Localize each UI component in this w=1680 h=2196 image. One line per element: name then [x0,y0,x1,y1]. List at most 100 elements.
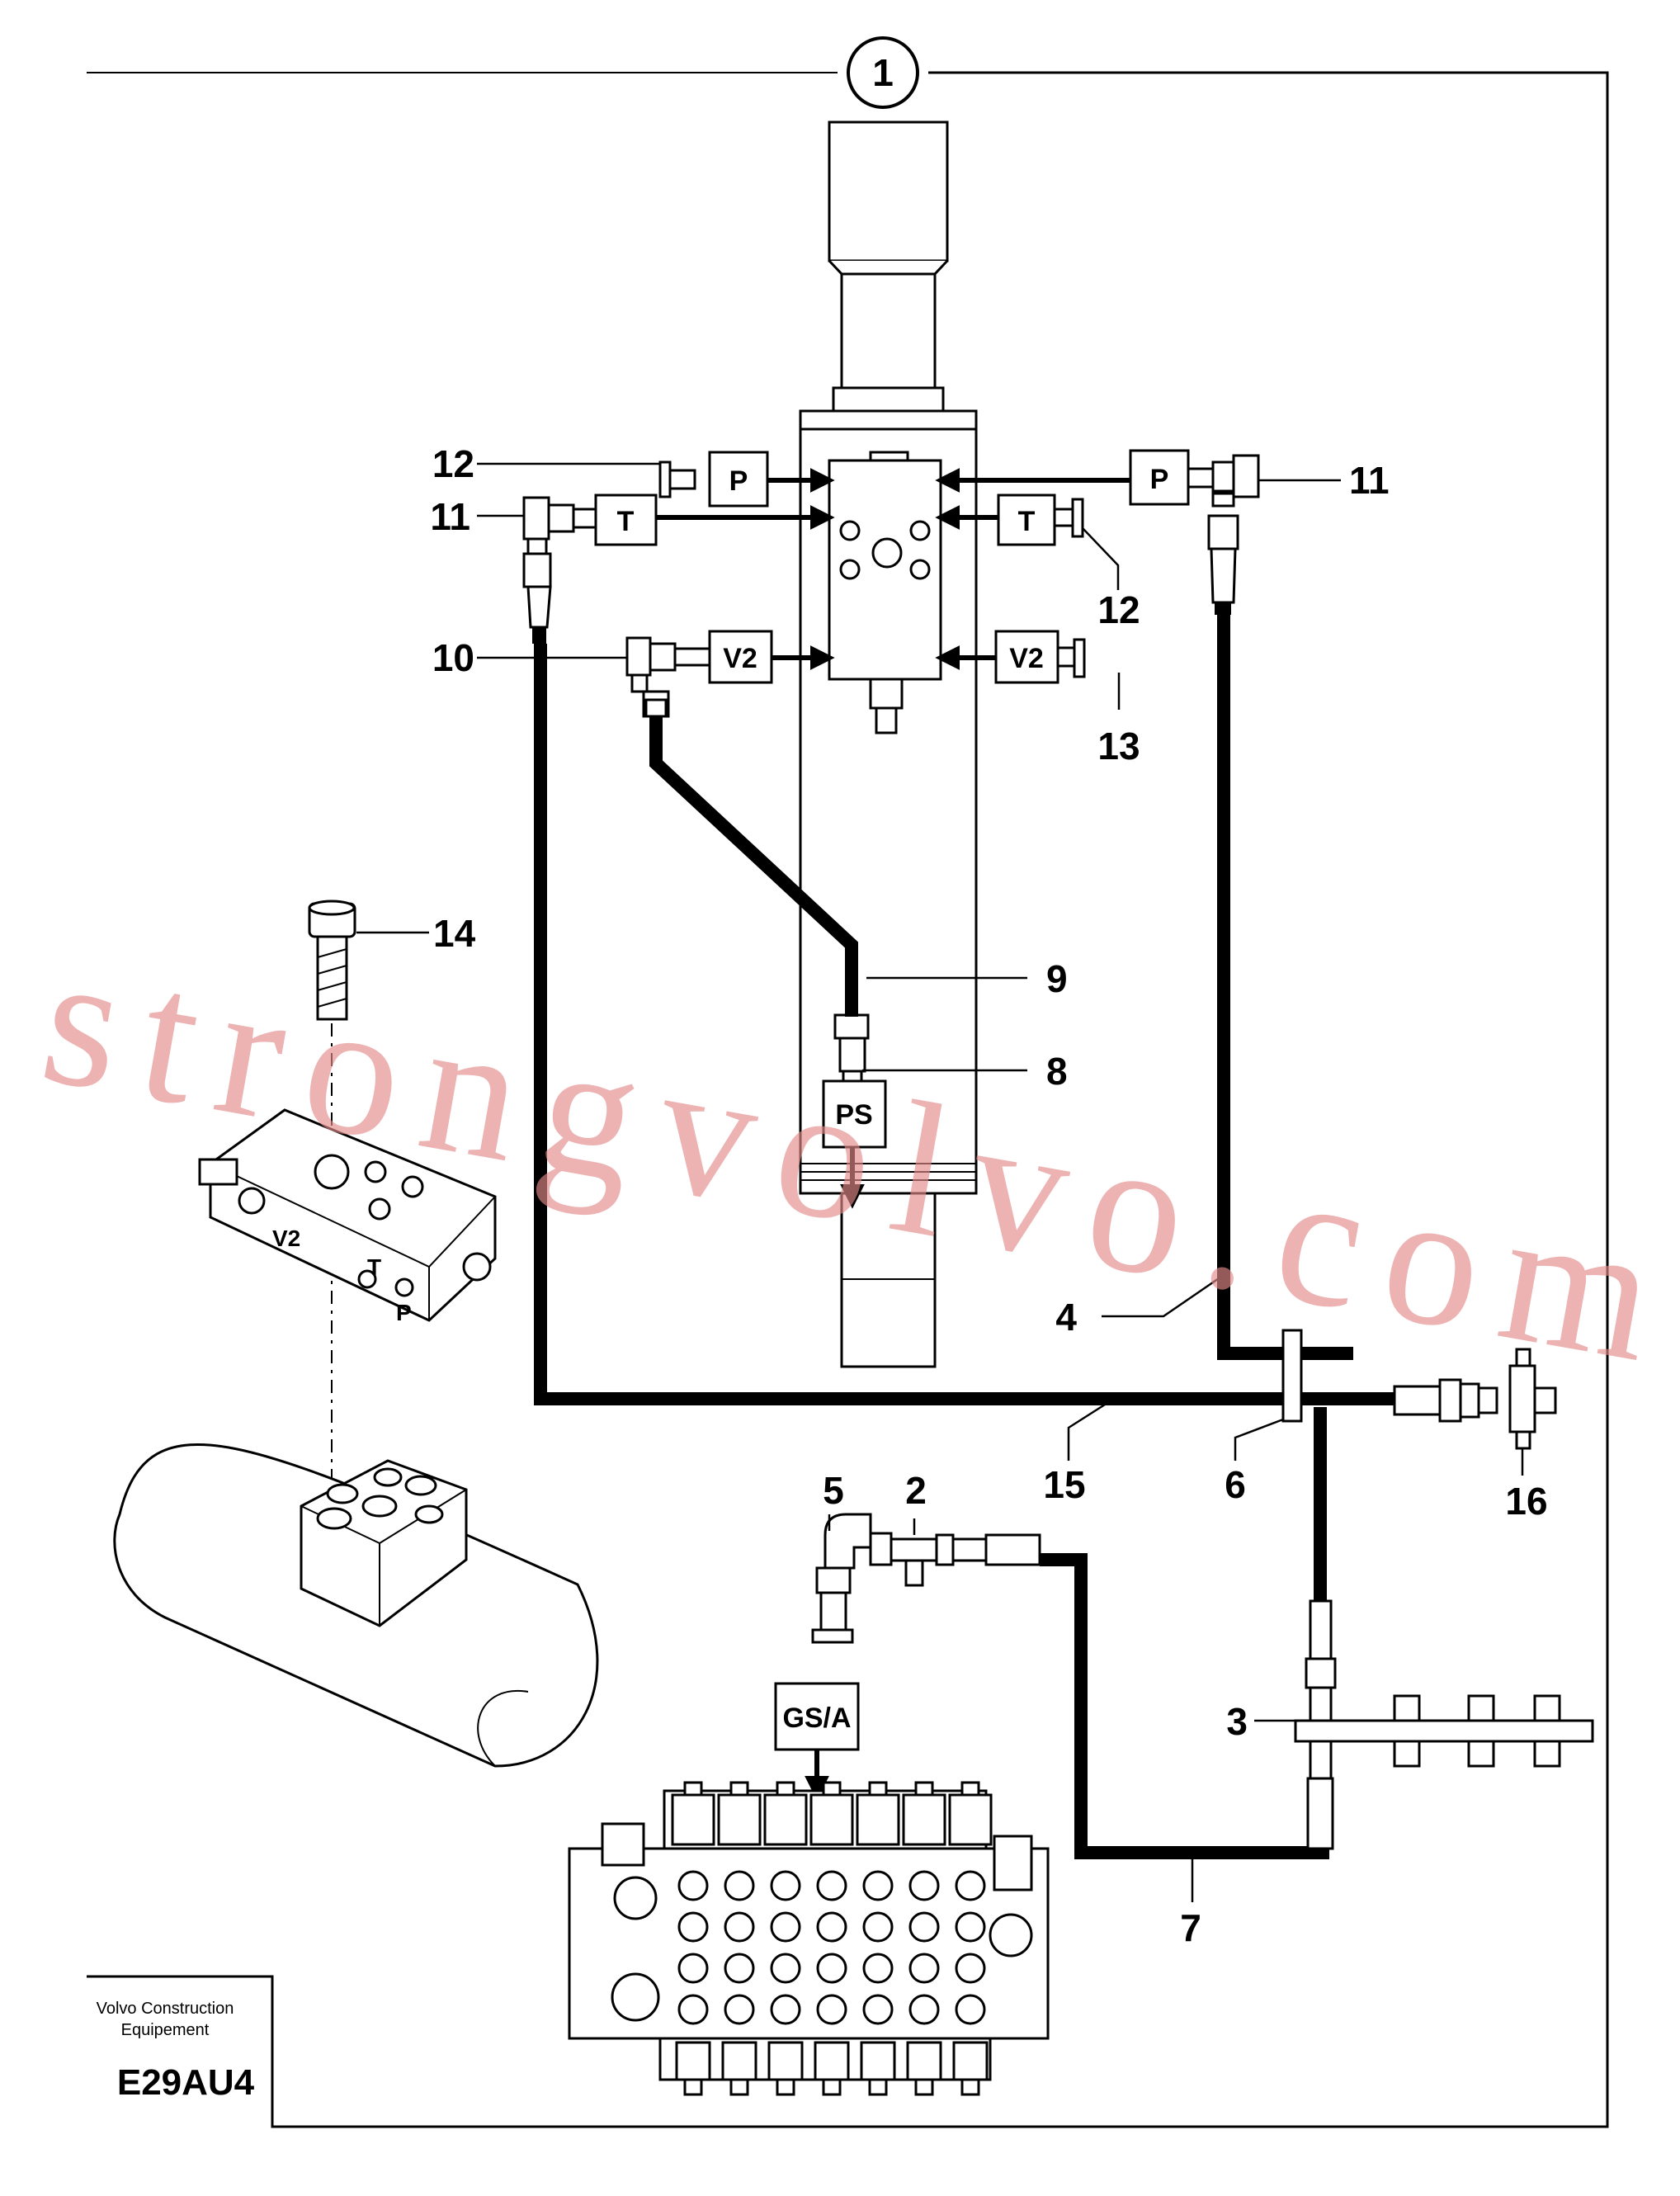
valve-section-part [862,1994,894,2025]
view-number: 1 [872,51,894,94]
valve-section-part [955,1870,986,1901]
valve-section-part [914,1781,934,1797]
svg-text:T: T [617,506,635,537]
valve-section-part [816,1994,847,2025]
callout-4: 4 [1055,1296,1077,1339]
gsa-arrow [805,1750,829,1801]
valve-section-part [767,2041,804,2081]
valve-section-part [908,1953,940,1984]
bolt-14 [308,900,356,1518]
valve-section-part [860,2041,896,2081]
block-marking-v2: V2 [272,1226,300,1251]
callout-numbers: 12 11 10 11 12 13 14 9 8 4 15 6 16 5 2 3… [430,442,1547,1949]
svg-text:GS/A: GS/A [782,1702,851,1734]
port-label-p-left: P [708,451,769,508]
callout-13: 13 [1097,725,1140,767]
valve-section-part [776,1781,795,1797]
callout-14: 14 [433,912,476,955]
valve-section-part [914,2078,934,2096]
valve-section-part [816,1911,847,1943]
exploded-valve-block: V2 T P [198,1108,497,1325]
valve-section-part [906,2041,942,2081]
plug-13 [1056,638,1086,678]
bulkhead-plate-6 [1281,1329,1303,1423]
valve-section-part [952,2041,989,2081]
elbow-fitting-11-right [1187,454,1260,615]
leader-lines [356,462,1524,1902]
valve-section-part [770,1994,801,2025]
manifold-3 [1294,1599,1594,1850]
valve-section-part [862,1953,894,1984]
callout-6: 6 [1225,1463,1246,1506]
valve-section-part [960,1781,980,1797]
valve-section-part [908,1911,940,1943]
valve-section-part [955,1953,986,1984]
valve-section-part [724,1911,755,1943]
svg-text:T: T [1018,506,1036,537]
callout-3: 3 [1226,1700,1248,1743]
callout-16: 16 [1505,1480,1547,1523]
plug-12-right [1053,498,1084,538]
block-marking-t: T [367,1254,381,1280]
callout-9: 9 [1046,957,1068,1000]
callout-7: 7 [1180,1906,1201,1949]
valve-section-part [770,1911,801,1943]
view-number-badge: 1 [847,36,919,109]
valve-section-part [816,1870,847,1901]
valve-section-part [671,1793,715,1846]
valve-section-part [862,1911,894,1943]
valve-section-part [955,1911,986,1943]
drawing-code: E29AU4 [117,2062,255,2103]
elbow-fitting-5 [811,1513,872,1644]
hose-4 [1217,615,1290,1360]
valve-section-part [770,1953,801,1984]
valve-section-part [729,2078,749,2096]
valve-section-part [724,1870,755,1901]
valve-section-part [675,2041,711,2081]
valve-section-part [724,1994,755,2025]
callout-10: 10 [432,636,474,679]
company-name: Volvo Construction [97,2000,234,2018]
valve-section-part [763,1793,808,1846]
hose-15 [534,644,1290,1405]
callout-15: 15 [1043,1463,1085,1506]
valve-section-part [809,1793,854,1846]
callout-8: 8 [1046,1050,1068,1093]
hose-right-to-16 [1295,1347,1394,1405]
elbow-fitting-11-left [522,496,597,644]
valve-section-part [908,1994,940,2025]
valve-section-part [868,2078,888,2096]
valve-section-part [677,1994,709,2025]
valve-section-part [683,2078,703,2096]
tee-fitting-10 [625,636,711,718]
valve-section-part [677,1911,709,1943]
port-arrows [656,468,1130,1209]
valve-section-part [902,1793,946,1846]
company-name-line2: Equipement [121,2021,210,2039]
svg-text:V2: V2 [723,643,757,674]
valve-section-part [948,1793,993,1846]
callout-2: 2 [905,1469,927,1512]
valve-section-part [729,1781,749,1797]
title-block: Volvo Construction Equipement E29AU4 [97,2000,255,2103]
valve-section-part [776,2078,795,2096]
callout-11-left: 11 [430,495,470,538]
valve-section-part [677,1870,709,1901]
valve-section-part [856,1793,900,1846]
valve-section-part [814,2041,850,2081]
valve-section-part [683,1781,703,1797]
valve-bank-sections [671,1781,993,2096]
valve-section-part [822,1781,842,1797]
valve-16 [1393,1348,1557,1450]
svg-text:P: P [729,465,748,497]
port-label-v2-right: V2 [994,630,1059,684]
valve-section-part [677,1953,709,1984]
svg-text:V2: V2 [1009,643,1044,674]
callout-12-right: 12 [1097,588,1140,631]
valve-section-part [868,1781,888,1797]
svg-text:P: P [1150,464,1169,495]
valve-section-part [960,2078,980,2096]
port-label-t-left: T [594,494,658,546]
valve-section-part [721,2041,757,2081]
